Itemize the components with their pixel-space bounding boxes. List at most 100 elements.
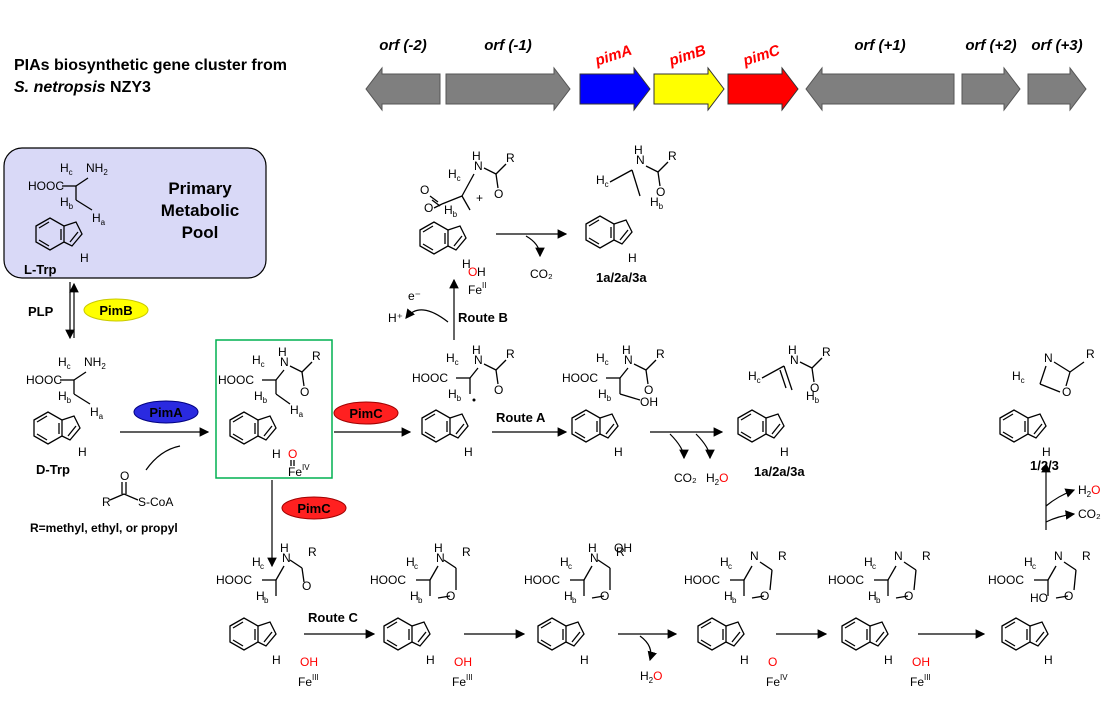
electron-label: e⁻ [408,289,421,303]
svg-text:H: H [462,257,471,271]
svg-text:OH: OH [300,655,318,669]
svg-text:HOOC: HOOC [684,573,720,587]
svg-text:O: O [288,447,297,461]
svg-text:b: b [572,596,577,605]
svg-text:OH: OH [640,395,658,409]
title-line1: PIAs biosynthetic gene cluster from [14,57,287,74]
svg-text:Hc: Hc [448,167,461,183]
svg-text:b: b [418,596,423,605]
primary-metabolic-pool-box [3,147,267,279]
svg-text:N: N [590,551,599,565]
svg-text:N: N [790,353,799,367]
svg-text:N: N [474,353,483,367]
svg-text:R: R [922,549,931,563]
svg-text:R: R [778,549,787,563]
svg-text:H: H [80,251,89,265]
svg-text:H: H [1044,653,1053,667]
svg-text:O: O [904,589,913,603]
svg-text:H: H [622,343,631,357]
pimb-enzyme-label: PimB [99,303,132,318]
gene-label: orf (+2) [965,37,1016,54]
svg-text:R: R [1082,549,1091,563]
svg-text:N: N [1044,351,1053,365]
svg-text:H: H [252,555,261,569]
svg-text:Hb: Hb [58,389,72,405]
co2-route-b: CO₂ [530,267,553,281]
product-1a-mid-structure: Hc H N R O Hb H 1a/2a/3a [737,343,831,479]
svg-text:N: N [1054,549,1063,563]
svg-text:H: H [280,541,289,555]
svg-text:HOOC: HOOC [370,573,406,587]
svg-text:N: N [624,353,633,367]
d-trp-structure: HOOC Hc NH2 Hb Ha H D-Trp [26,355,106,477]
svg-text:N: N [436,551,445,565]
pimb-enzyme-badge [83,298,149,322]
svg-text:c: c [728,562,732,571]
svg-text:H: H [884,653,893,667]
svg-text:c: c [260,562,264,571]
product-123-label: 1/2/3 [1030,458,1059,473]
svg-text:Hc: Hc [596,351,609,367]
svg-text:R: R [312,349,321,363]
pool-line2: Metabolic [161,201,239,220]
svg-text:R: R [668,149,677,163]
svg-text:O: O [494,383,503,397]
gene-arrow-pima [579,66,651,112]
svg-text:III: III [312,673,319,682]
svg-text:H: H [614,445,623,459]
svg-text:HOOC: HOOC [26,373,62,387]
svg-text:O: O [644,383,653,397]
product-1a-top-structure: Hc H N R O Hb H 1a/2a/3a [585,143,677,285]
svg-text:HOOC: HOOC [216,573,252,587]
svg-text:Ha: Ha [290,403,304,419]
svg-text:H: H [868,589,877,603]
svg-text:Hc: Hc [1012,369,1025,385]
svg-text:R: R [616,545,625,559]
product-1a-top-label: 1a/2a/3a [596,270,647,285]
product-123-structure: N R O Hc H 1/2/3 [999,347,1095,473]
svg-text:H: H [580,653,589,667]
gene-label: orf (-1) [484,37,532,54]
svg-text:Fe: Fe [452,675,466,689]
svg-text:Hb: Hb [598,387,612,403]
svg-text:HOOC: HOOC [562,371,598,385]
svg-text:H: H [410,589,419,603]
svg-text:H: H [560,555,569,569]
co2-final: CO₂ [1078,507,1101,521]
svg-text:H: H [724,589,733,603]
svg-text:O: O [1064,589,1073,603]
gene-arrow-orf+3 [1027,66,1087,112]
svg-text:H: H [272,653,281,667]
pima-enzyme-badge [133,400,199,424]
svg-text:b: b [264,596,269,605]
svg-text:Hc: Hc [446,351,459,367]
proton-label: H⁺ [388,311,403,325]
svg-text:III: III [466,673,473,682]
h2o-final: H2O [1078,483,1100,499]
svg-text:O: O [446,589,455,603]
svg-text:H: H [256,589,265,603]
svg-text:NH2: NH2 [84,355,106,371]
route-b-label: Route B [458,310,508,325]
svg-text:Fe: Fe [910,675,924,689]
svg-text:HOOC: HOOC [412,371,448,385]
svg-text:O: O [468,265,477,279]
hydroxylated-intermediate: HOOC Hc H N R O Hb OH H [562,343,665,459]
svg-text:NH2: NH2 [86,161,108,177]
svg-text:H: H [1024,555,1033,569]
svg-text:O: O [424,201,433,215]
gene-arrow-orf-1 [445,66,571,112]
svg-text:H: H [78,445,87,459]
pool-line3: Pool [182,223,219,242]
acyl-coa-structure: O R S-CoA R=methyl, ethyl, or propyl [30,469,178,535]
svg-text:H: H [426,653,435,667]
svg-text:Fe: Fe [468,283,482,297]
cation-intermediate: O O Hc H N R O Hb + H O H Fe II [419,149,515,297]
svg-text:N: N [636,153,645,167]
svg-text:HO: HO [1030,591,1048,605]
svg-text:Fe: Fe [288,465,302,479]
